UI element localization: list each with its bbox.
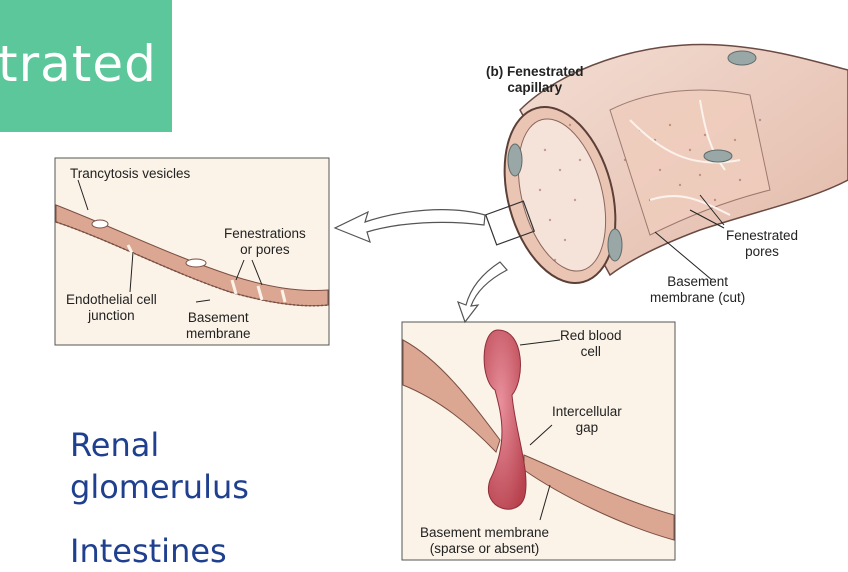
left-inset-wall-section (54, 157, 330, 346)
label-trancytosis-vesicles: Trancytosis vesicles (70, 166, 191, 181)
label-basement-membrane-sparse: Basement membrane (sparse or absent) (420, 525, 550, 556)
label-basement-membrane-cut: Basement membrane (cut) (650, 274, 746, 305)
label-basement-membrane: Basement membrane (186, 310, 251, 341)
label-red-blood-cell: Red blood cell (560, 328, 622, 359)
example-intestines: Intestines (70, 532, 227, 570)
label-fenestrated-pores: Fenestrated pores (726, 228, 799, 259)
bottom-inset-intercellular-gap (401, 321, 676, 561)
slide-title-block: trated (0, 0, 172, 132)
panel-title: (b) Fenestrated capillary (486, 64, 584, 95)
label-endothelial-junction: Endothelial cell junction (66, 292, 157, 323)
capillary-tube (484, 43, 848, 284)
label-fenestrations: Fenestrations or pores (224, 226, 306, 257)
zoom-arrows (333, 209, 508, 324)
leader-lines (77, 179, 725, 521)
example-renal-glomerulus: Renal glomerulus (70, 426, 249, 506)
label-intercellular-gap: Intercellular gap (552, 404, 622, 435)
slide-title-fragment: trated (0, 35, 157, 93)
